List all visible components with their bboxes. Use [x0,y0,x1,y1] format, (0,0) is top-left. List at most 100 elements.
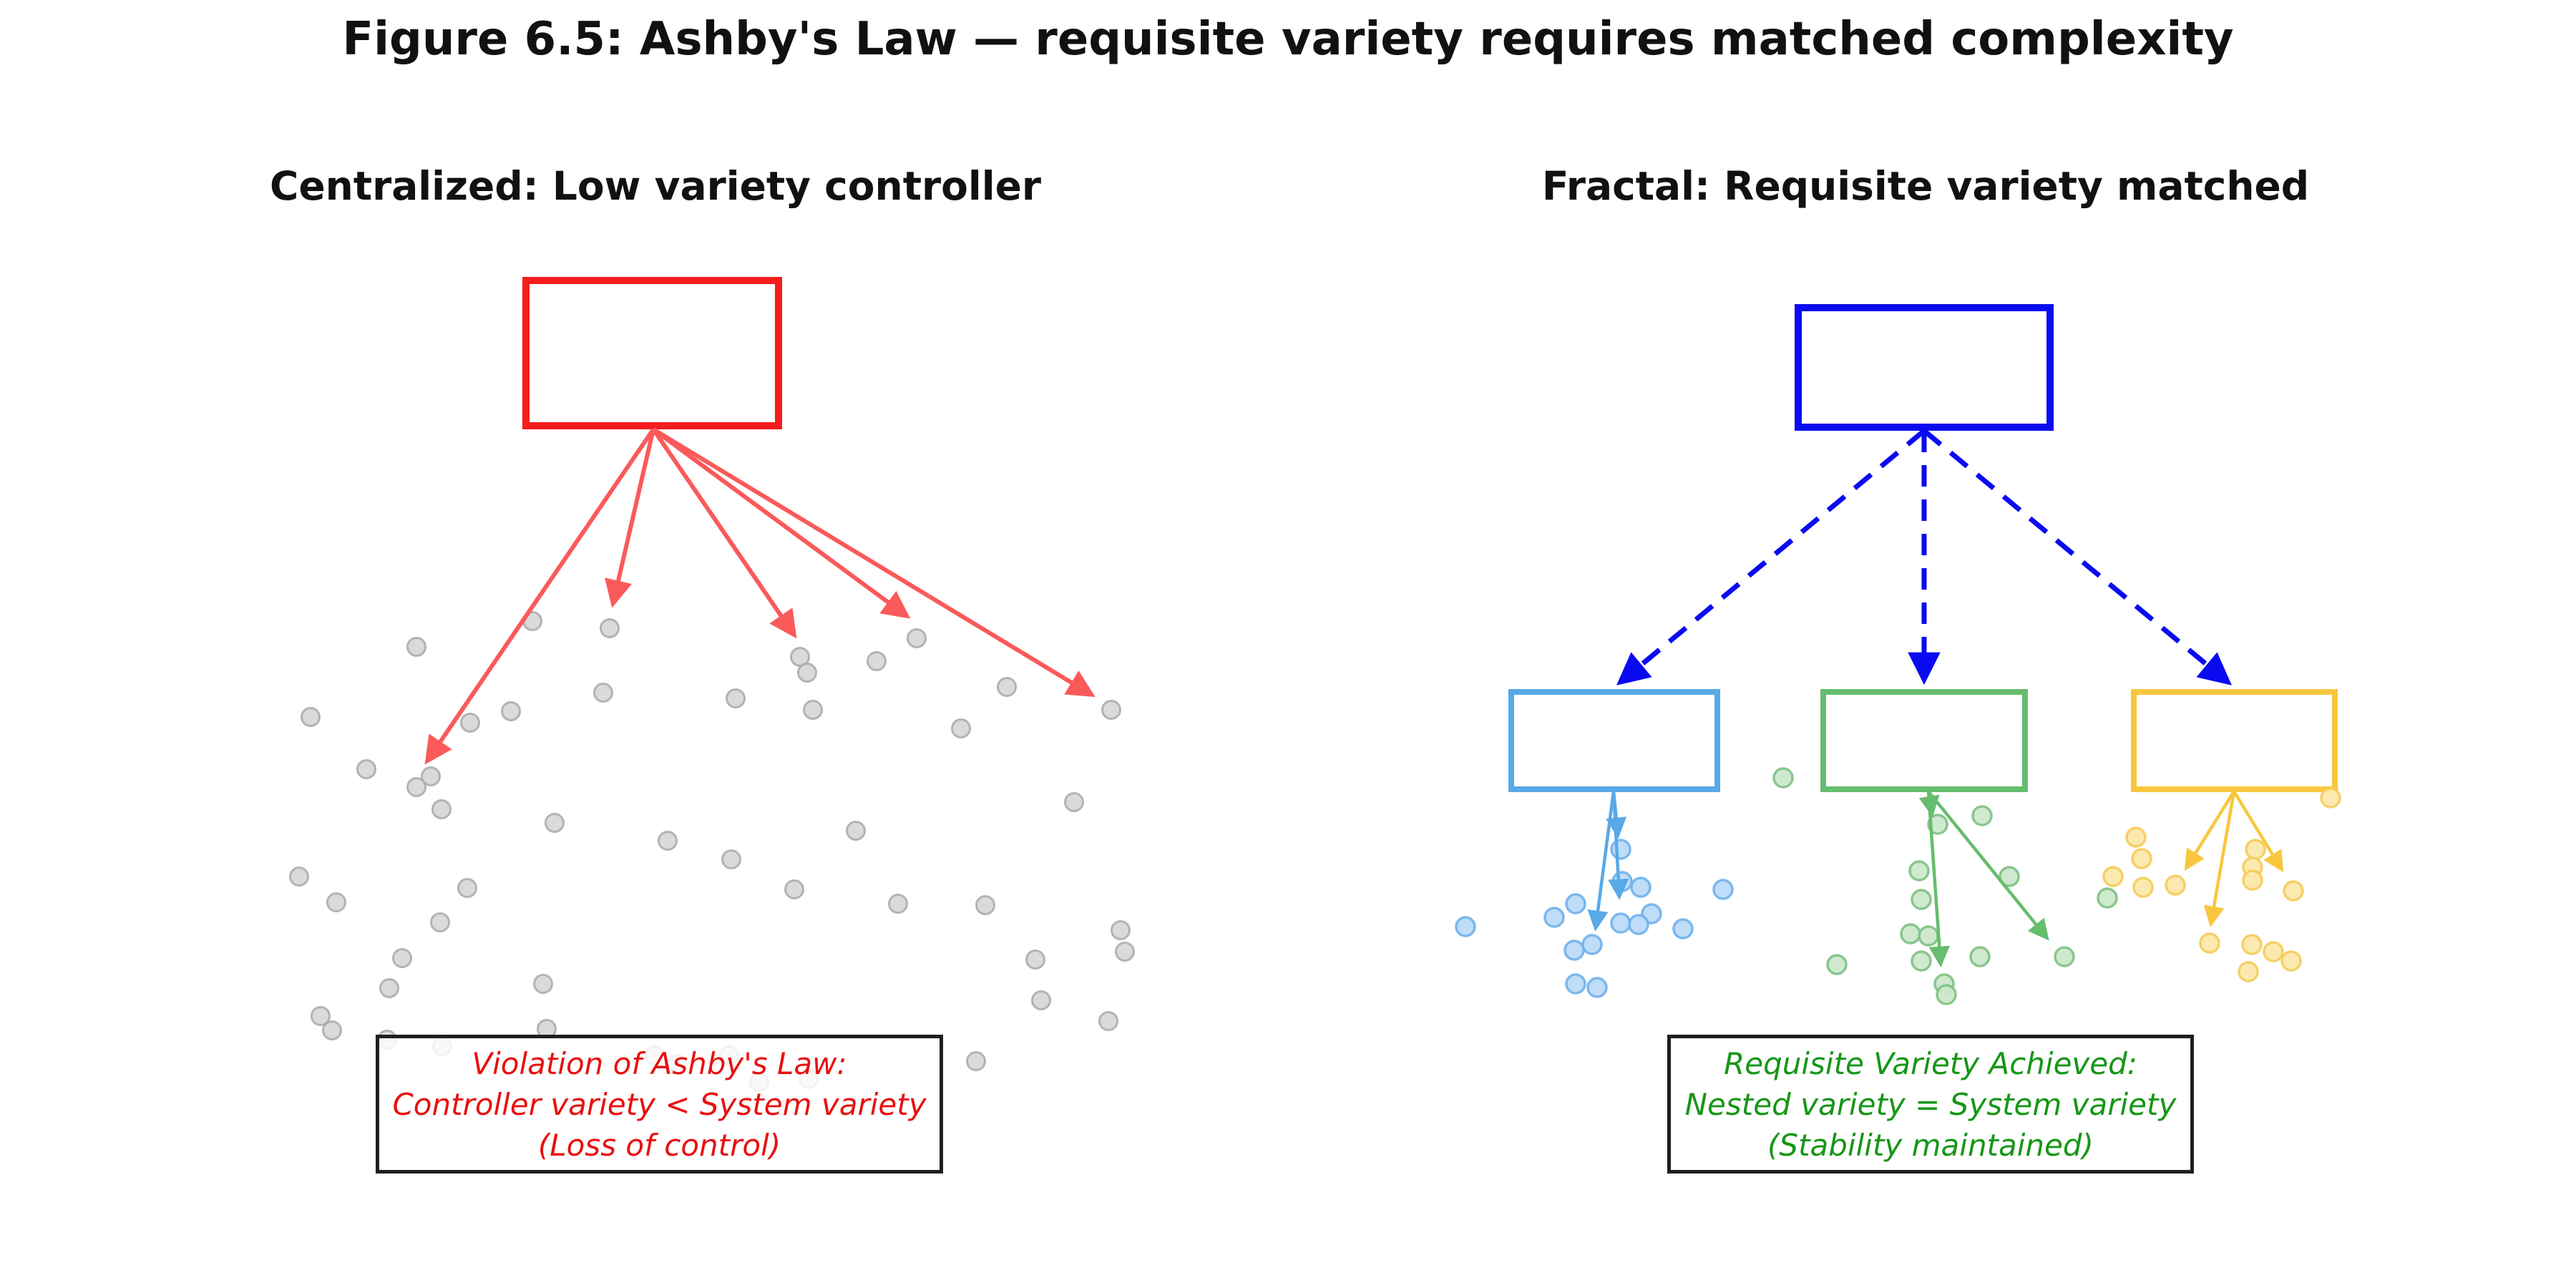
caption-line: Requisite Variety Achieved: [1724,1045,2137,1081]
subsystem-dot-green [1936,984,1957,1005]
subsystem-dot-yellow [2320,787,2341,809]
system-element-dot [289,867,309,887]
subsystem-dot-green [1908,860,1930,882]
local-control-arrow [2203,791,2236,927]
system-element-dot [951,718,971,738]
system-element-dot [846,821,866,841]
system-element-dot [966,1051,986,1071]
system-element-dot [593,683,613,703]
system-element-dot [430,912,450,932]
subsystem-dot-yellow [2280,950,2302,972]
subsystem-dot-green [1918,925,1939,947]
subsystem-dot-green [1969,946,1991,967]
system-element-dot [545,813,565,833]
subsystem-dot-green [1999,866,2020,887]
subsystem-dot-yellow [2199,932,2220,954]
system-element-dot [322,1020,342,1040]
system-element-dot [501,701,521,721]
subsystem-dot-green [1911,889,1932,910]
subsystem-dot-blue [1610,839,1631,860]
subsystem-dot-blue [1455,916,1476,937]
subsystem-dot-blue [1628,914,1649,935]
subsystem-dot-blue [1712,879,1734,900]
system-element-dot [311,1006,331,1026]
caption-line: (Loss of control) [537,1127,781,1163]
subsystem-dot-blue [1565,973,1586,995]
system-element-dot [867,651,887,671]
caption-line: Nested variety = System variety [1684,1086,2177,1122]
figure-title: Figure 6.5: Ashby's Law — requisite vari… [342,13,2234,66]
subsystem-dot-blue [1611,871,1633,892]
subsystem-dot-yellow [2241,934,2263,955]
sub-controller-box-green [1820,689,2028,792]
system-element-dot [1031,990,1051,1010]
local-control-arrow [1927,790,2049,941]
sub-controller-box-yellow [2131,689,2338,792]
subsystem-dot-blue [1610,912,1631,934]
system-element-dot [457,878,477,898]
control-arrow [424,428,655,765]
system-element-dot [421,766,441,786]
system-element-dot [431,799,452,819]
subsystem-dot-green [1900,923,1921,945]
control-arrow [651,428,797,639]
system-element-dot [1101,700,1121,720]
caption-line: (Stability maintained) [1767,1127,2094,1163]
root-controller-box [1795,304,2054,431]
system-element-dot [326,892,346,912]
system-element-dot [406,777,426,797]
local-control-arrow [1606,791,1627,839]
subsystem-dot-yellow [2132,877,2154,898]
system-element-dot [784,879,804,899]
subsystem-dot-blue [1586,977,1608,998]
caption-line: Violation of Ashby's Law: [472,1045,847,1081]
subsystem-dot-yellow [2242,869,2263,891]
subsystem-dot-green [2054,946,2075,967]
system-element-dot [721,849,741,869]
subsystem-dot-green [1971,805,1993,826]
system-element-dot [460,713,480,733]
local-control-arrow [2233,790,2284,872]
delegation-arrow [1616,429,1926,686]
system-element-dot [997,677,1017,697]
local-control-arrow [1587,791,1616,932]
system-element-dot [1098,1011,1118,1031]
subsystem-dot-blue [1630,877,1652,898]
left-panel-heading: Centralized: Low variety controller [269,163,1042,209]
system-element-dot [907,628,927,648]
subsystem-dot-blue [1581,934,1603,955]
subsystem-dot-yellow [2125,826,2147,848]
system-element-dot [406,637,426,657]
subsystem-dot-blue [1565,893,1586,914]
system-element-dot [1064,792,1084,812]
system-element-dot [726,688,746,708]
subsystem-dot-green [1772,767,1794,789]
system-element-dot [1111,920,1131,940]
delegation-arrow [1922,429,2233,686]
system-element-dot [600,618,620,638]
subsystem-dot-yellow [2131,848,2152,869]
system-element-dot [379,978,399,998]
control-arrow [605,429,655,608]
system-element-dot [533,974,553,994]
subsystem-dot-blue [1563,940,1585,961]
subsystem-dot-green [1826,954,1848,975]
subsystem-dot-yellow [2283,880,2304,902]
local-control-arrow [1926,791,1950,967]
subsystem-dot-green [1911,950,1932,972]
system-element-dot [1025,950,1045,970]
subsystem-dot-yellow [2238,961,2259,982]
subsystem-dot-yellow [2263,941,2284,962]
control-arrow [652,427,1096,698]
subsystem-dot-yellow [2102,866,2124,887]
system-element-dot [797,663,817,683]
right-panel-heading: Fractal: Requisite variety matched [1541,163,2310,209]
subsystem-dot-yellow [2245,839,2266,860]
control-arrow [652,427,911,619]
system-element-dot [975,895,995,915]
system-element-dot [803,700,823,720]
subsystem-dot-blue [1672,918,1694,940]
caption-line: Controller variety < System variety [392,1086,927,1122]
left-caption-box: Violation of Ashby's Law: Controller var… [376,1035,943,1174]
